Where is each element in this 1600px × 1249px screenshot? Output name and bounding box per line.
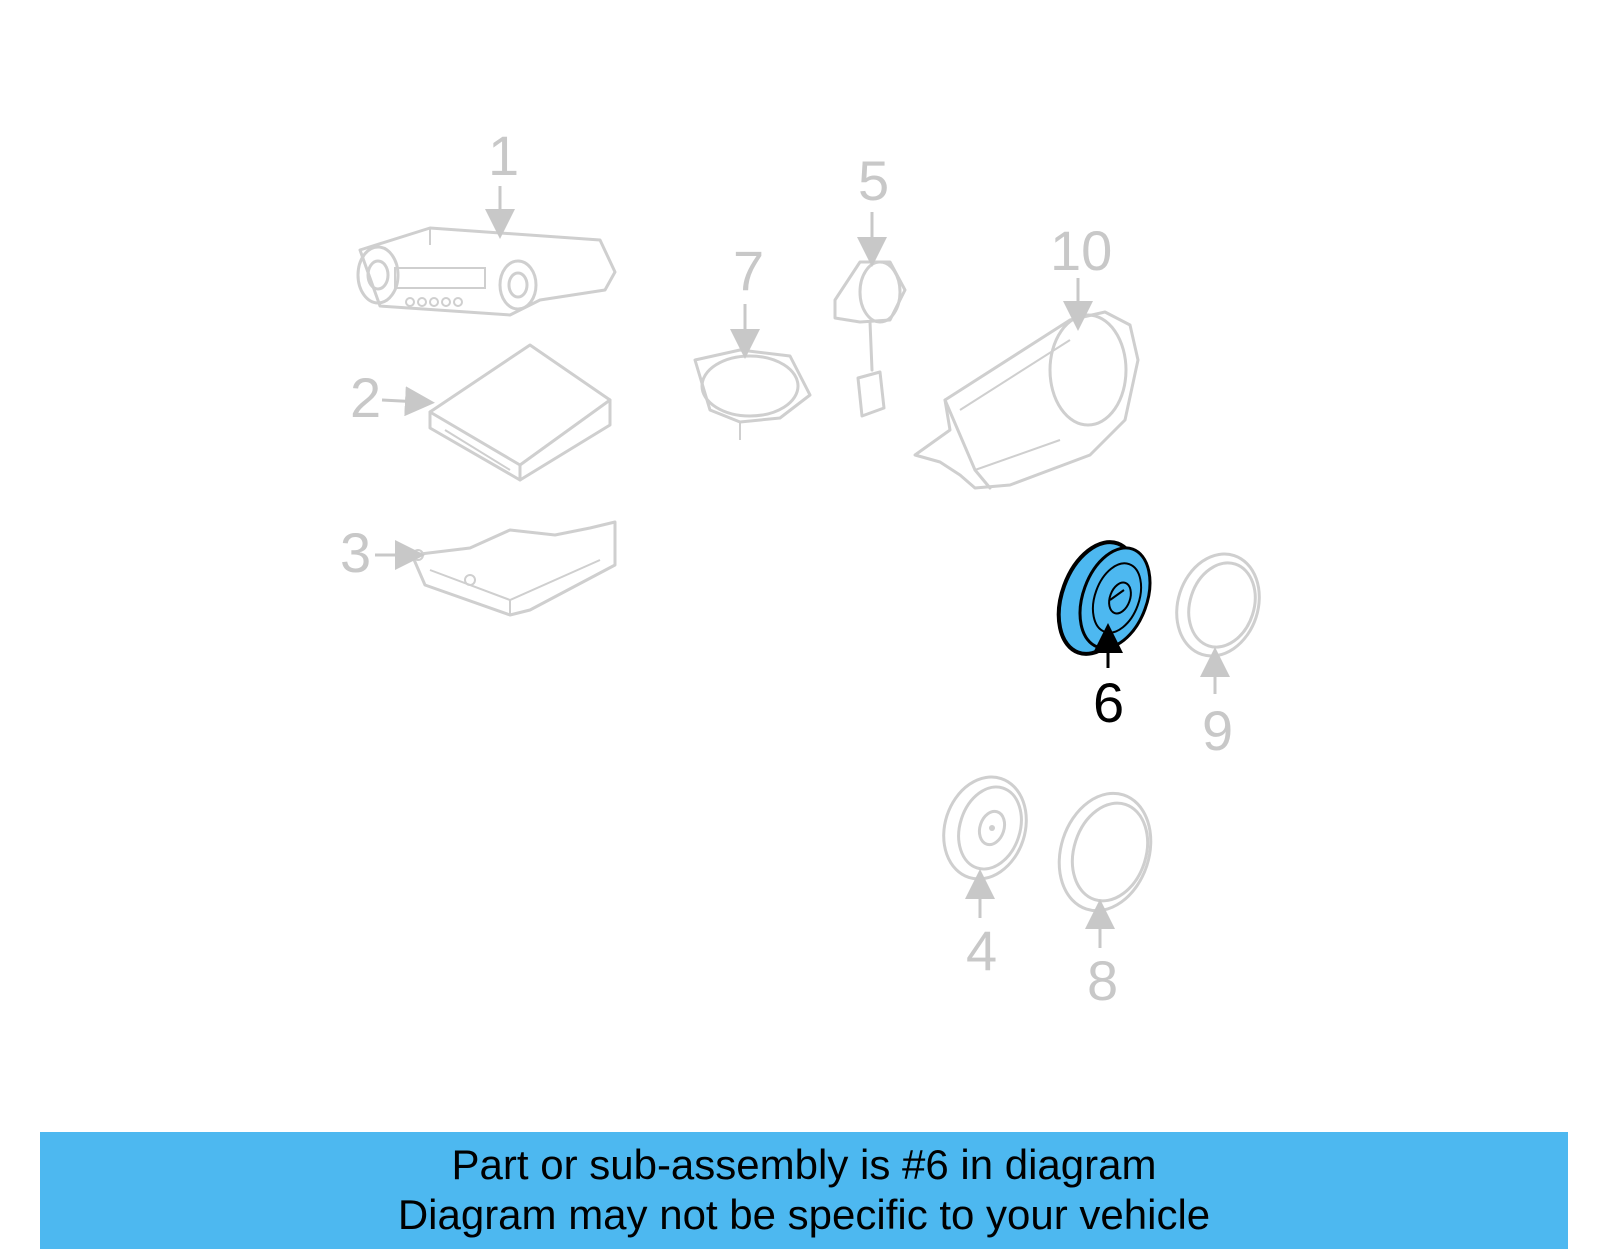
part-2-amplifier-module[interactable] — [428, 343, 612, 482]
info-banner: Part or sub-assembly is #6 in diagram Di… — [40, 1132, 1568, 1249]
banner-line-2: Diagram may not be specific to your vehi… — [397, 1191, 1211, 1238]
callout-10[interactable]: 10 — [1050, 219, 1112, 282]
part-5-tweeter[interactable] — [833, 260, 907, 418]
callout-5[interactable]: 5 — [858, 149, 889, 212]
callout-3[interactable]: 3 — [340, 521, 371, 584]
banner-line-1: Part or sub-assembly is #6 in diagram — [451, 1141, 1157, 1188]
callout-7[interactable]: 7 — [733, 239, 764, 302]
callout-8[interactable]: 8 — [1087, 949, 1118, 1012]
callout-6[interactable]: 6 — [1093, 671, 1124, 734]
callout-2[interactable]: 2 — [350, 366, 381, 429]
part-8-grille-ring[interactable] — [1045, 781, 1166, 922]
part-6-speaker-highlighted[interactable] — [1044, 531, 1163, 665]
callout-9[interactable]: 9 — [1202, 699, 1233, 762]
callout-1[interactable]: 1 — [488, 124, 519, 187]
part-4-small-speaker[interactable] — [931, 766, 1039, 890]
part-7-speaker-frame[interactable] — [693, 348, 812, 440]
part-9-trim-ring[interactable] — [1164, 543, 1272, 667]
part-10-subwoofer-enclosure[interactable] — [913, 310, 1140, 490]
part-3-mounting-bracket[interactable] — [410, 520, 617, 617]
arrow-2 — [381, 386, 435, 417]
part-1-radio-unit[interactable] — [356, 226, 617, 317]
callout-4[interactable]: 4 — [966, 919, 997, 982]
